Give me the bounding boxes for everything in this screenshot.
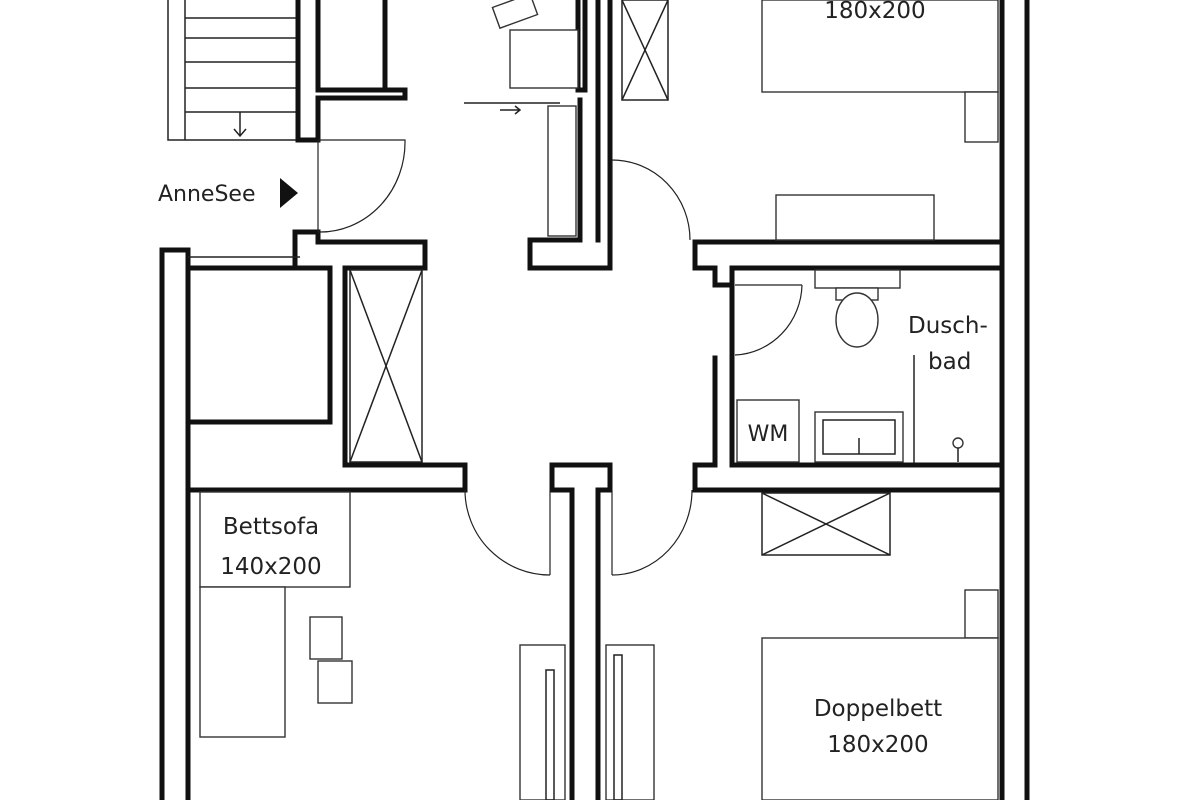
entrance: AnneSee [158, 139, 406, 233]
double-bed-size-label: 180x200 [827, 732, 928, 758]
top-bed-size-label: 180x200 [824, 0, 925, 24]
top-bedroom: 180x200 [761, 0, 999, 241]
doors [464, 159, 803, 576]
top-desk-area [464, 0, 579, 237]
left-wardrobe [349, 269, 423, 463]
walls [159, 0, 1030, 800]
bathroom-label-line2: bad [928, 349, 971, 375]
bottom-right-room: Doppelbett 180x200 [605, 492, 999, 800]
entrance-label: AnneSee [158, 182, 256, 207]
wardrobe-top [621, 0, 669, 101]
double-bed-name-label: Doppelbett [814, 696, 942, 722]
triangle-right-icon [280, 178, 298, 208]
arrow-down-icon [233, 112, 247, 138]
bottom-left-room: Bettsofa 140x200 [199, 491, 566, 800]
sofabed-name-label: Bettsofa [223, 514, 319, 540]
washing-machine-label: WM [748, 422, 789, 447]
sofabed-size-label: 140x200 [220, 554, 321, 580]
bathroom: Dusch- bad WM [736, 269, 988, 463]
staircase [167, 0, 300, 141]
bathroom-label-line1: Dusch- [908, 313, 988, 339]
